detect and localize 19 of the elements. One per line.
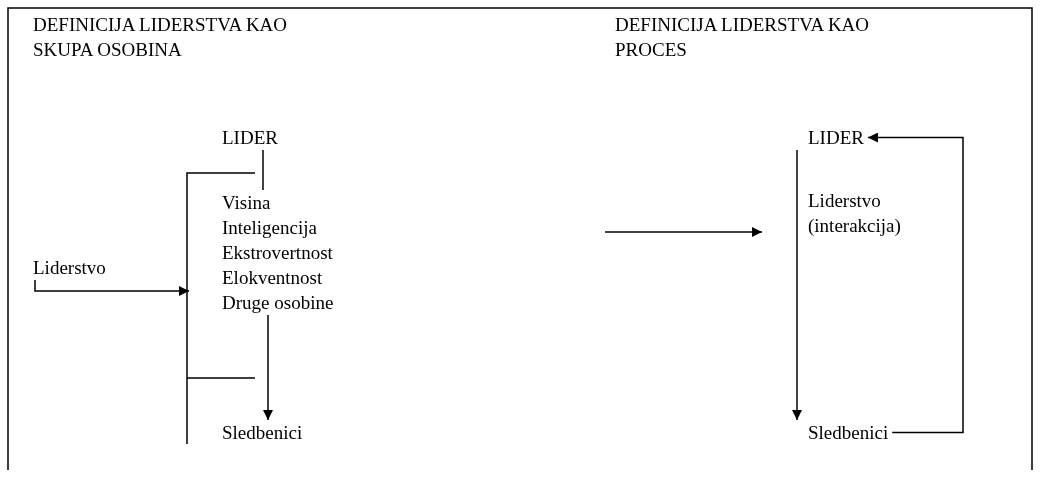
arrow (867, 132, 964, 434)
connector-line (262, 149, 264, 191)
arrow (792, 149, 802, 421)
trait-list: Inteligencija (222, 215, 409, 240)
heading: DEFINICIJA LIDERSTVA KAO PROCES (615, 13, 871, 62)
followers-label: Sledbenici (222, 421, 304, 445)
heading: DEFINICIJA LIDERSTVA KAO SKUPA OSOBINA (33, 13, 289, 62)
arrow (34, 279, 190, 296)
leader-label: LIDER (808, 126, 865, 150)
trait-list: Visina (222, 190, 409, 215)
arrow (263, 314, 273, 421)
trait-list: Elokventnost (222, 265, 409, 290)
leadership-label: Liderstvo (33, 256, 107, 280)
leadership-label: Liderstvo (interakcija) (808, 189, 902, 238)
trait-list: Druge osobine (222, 290, 409, 315)
followers-label: Sledbenici (808, 421, 890, 445)
leader-label: LIDER (222, 126, 279, 150)
arrow (604, 227, 763, 237)
trait-list: Ekstrovertnost (222, 240, 409, 265)
